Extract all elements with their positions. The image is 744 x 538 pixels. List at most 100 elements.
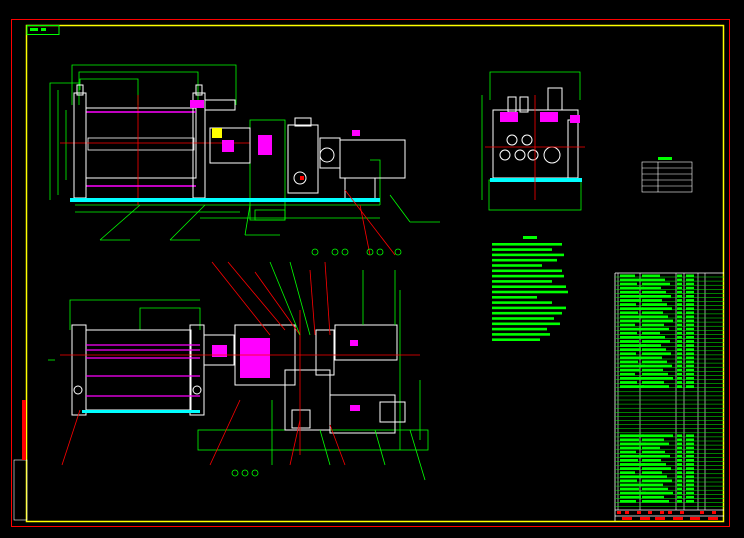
parts-row-mark <box>686 319 694 323</box>
parts-row-mark <box>686 500 694 503</box>
note-line-mark <box>492 322 560 326</box>
parts-row-mark <box>642 315 668 319</box>
parts-row-mark <box>620 471 635 474</box>
note-line-mark <box>492 333 550 336</box>
parts-row-mark <box>620 323 635 327</box>
note-line-mark <box>492 258 557 262</box>
parts-row-mark <box>642 500 669 503</box>
parts-row-mark <box>686 327 694 331</box>
title-block-mark <box>673 517 683 520</box>
parts-row-mark <box>642 327 669 331</box>
parts-row-mark <box>686 491 694 495</box>
parts-row-mark <box>677 446 682 450</box>
parts-row-mark <box>686 299 694 302</box>
parts-row-mark <box>686 471 694 474</box>
parts-row-mark <box>620 340 639 343</box>
title-block-mark <box>637 511 641 514</box>
note-line-mark <box>492 317 554 320</box>
parts-row-mark <box>642 454 670 458</box>
title-block-mark <box>708 517 718 520</box>
parts-row-mark <box>677 356 682 360</box>
parts-row-mark <box>677 381 682 384</box>
parts-row-mark <box>642 471 662 474</box>
parts-row-mark <box>686 487 694 491</box>
parts-row-mark <box>686 467 694 470</box>
parts-row-mark <box>620 364 645 368</box>
parts-row-mark <box>642 278 665 282</box>
parts-row-mark <box>686 323 694 327</box>
note-line-mark <box>492 296 537 299</box>
drawing-number-box <box>26 25 60 35</box>
parts-row-mark <box>642 459 661 462</box>
parts-row-mark <box>620 311 638 314</box>
parts-row-mark <box>677 471 682 474</box>
title-block-mark <box>640 517 650 520</box>
parts-row-mark <box>620 495 641 499</box>
parts-row-mark <box>620 290 639 294</box>
parts-row-mark <box>686 274 694 278</box>
parts-row-mark <box>620 483 644 487</box>
title-block-mark <box>625 511 629 514</box>
title-block-mark <box>660 511 664 514</box>
parts-row-mark <box>642 446 660 450</box>
parts-row-mark <box>620 278 642 282</box>
parts-row-mark <box>620 274 635 278</box>
parts-row-mark <box>686 311 694 314</box>
parts-row-mark <box>686 331 694 335</box>
parts-row-mark <box>642 331 660 335</box>
parts-row-mark <box>620 438 639 442</box>
parts-row-mark <box>677 295 682 298</box>
parts-row-mark <box>686 434 694 437</box>
parts-row-mark <box>620 434 644 437</box>
parts-row-mark <box>620 315 645 319</box>
parts-row-mark <box>620 479 637 483</box>
note-line-mark <box>492 243 562 246</box>
parts-row-mark <box>642 479 672 483</box>
note-line-mark <box>492 269 562 273</box>
title-block-mark <box>700 511 704 514</box>
parts-row-mark <box>677 491 682 495</box>
parts-row-mark <box>642 385 669 388</box>
parts-row-mark <box>677 331 682 335</box>
parts-row-mark <box>677 340 682 343</box>
parts-row-mark <box>620 282 637 286</box>
parts-row-mark <box>642 336 665 339</box>
parts-row-mark <box>620 459 638 462</box>
parts-row-mark <box>677 311 682 314</box>
parts-row-mark <box>642 323 664 327</box>
parts-row-mark <box>642 340 670 343</box>
parts-row-mark <box>677 483 682 487</box>
base-frame <box>70 198 380 202</box>
parts-row-mark <box>677 290 682 294</box>
parts-row-mark <box>677 454 682 458</box>
parts-row-mark <box>620 336 644 339</box>
parts-row-mark <box>642 368 663 372</box>
parts-row-mark <box>677 368 682 372</box>
parts-row-mark <box>677 438 682 442</box>
parts-row-mark <box>686 344 694 347</box>
parts-row-mark <box>642 319 673 323</box>
parts-row-mark <box>620 299 641 302</box>
note-line-mark <box>492 248 552 251</box>
title-block-mark <box>655 517 665 520</box>
parts-row-mark <box>642 311 663 314</box>
parts-row-mark <box>677 377 682 380</box>
parts-row-mark <box>642 450 665 454</box>
parts-row-mark <box>677 450 682 454</box>
parts-row-mark <box>686 454 694 458</box>
parts-row-mark <box>686 438 694 442</box>
parts-row-mark <box>677 348 682 351</box>
side-elevation-view <box>481 71 585 211</box>
parts-row-mark <box>620 327 642 331</box>
parts-row-mark <box>686 381 694 384</box>
parts-row-mark <box>677 286 682 290</box>
parts-row-mark <box>686 368 694 372</box>
parts-row-mark <box>677 360 682 364</box>
parts-row-mark <box>620 344 646 347</box>
note-line-mark <box>492 290 568 294</box>
parts-row-mark <box>620 295 646 298</box>
parts-row-mark <box>620 491 646 495</box>
parts-row-mark <box>620 487 639 491</box>
parts-row-mark <box>677 315 682 319</box>
